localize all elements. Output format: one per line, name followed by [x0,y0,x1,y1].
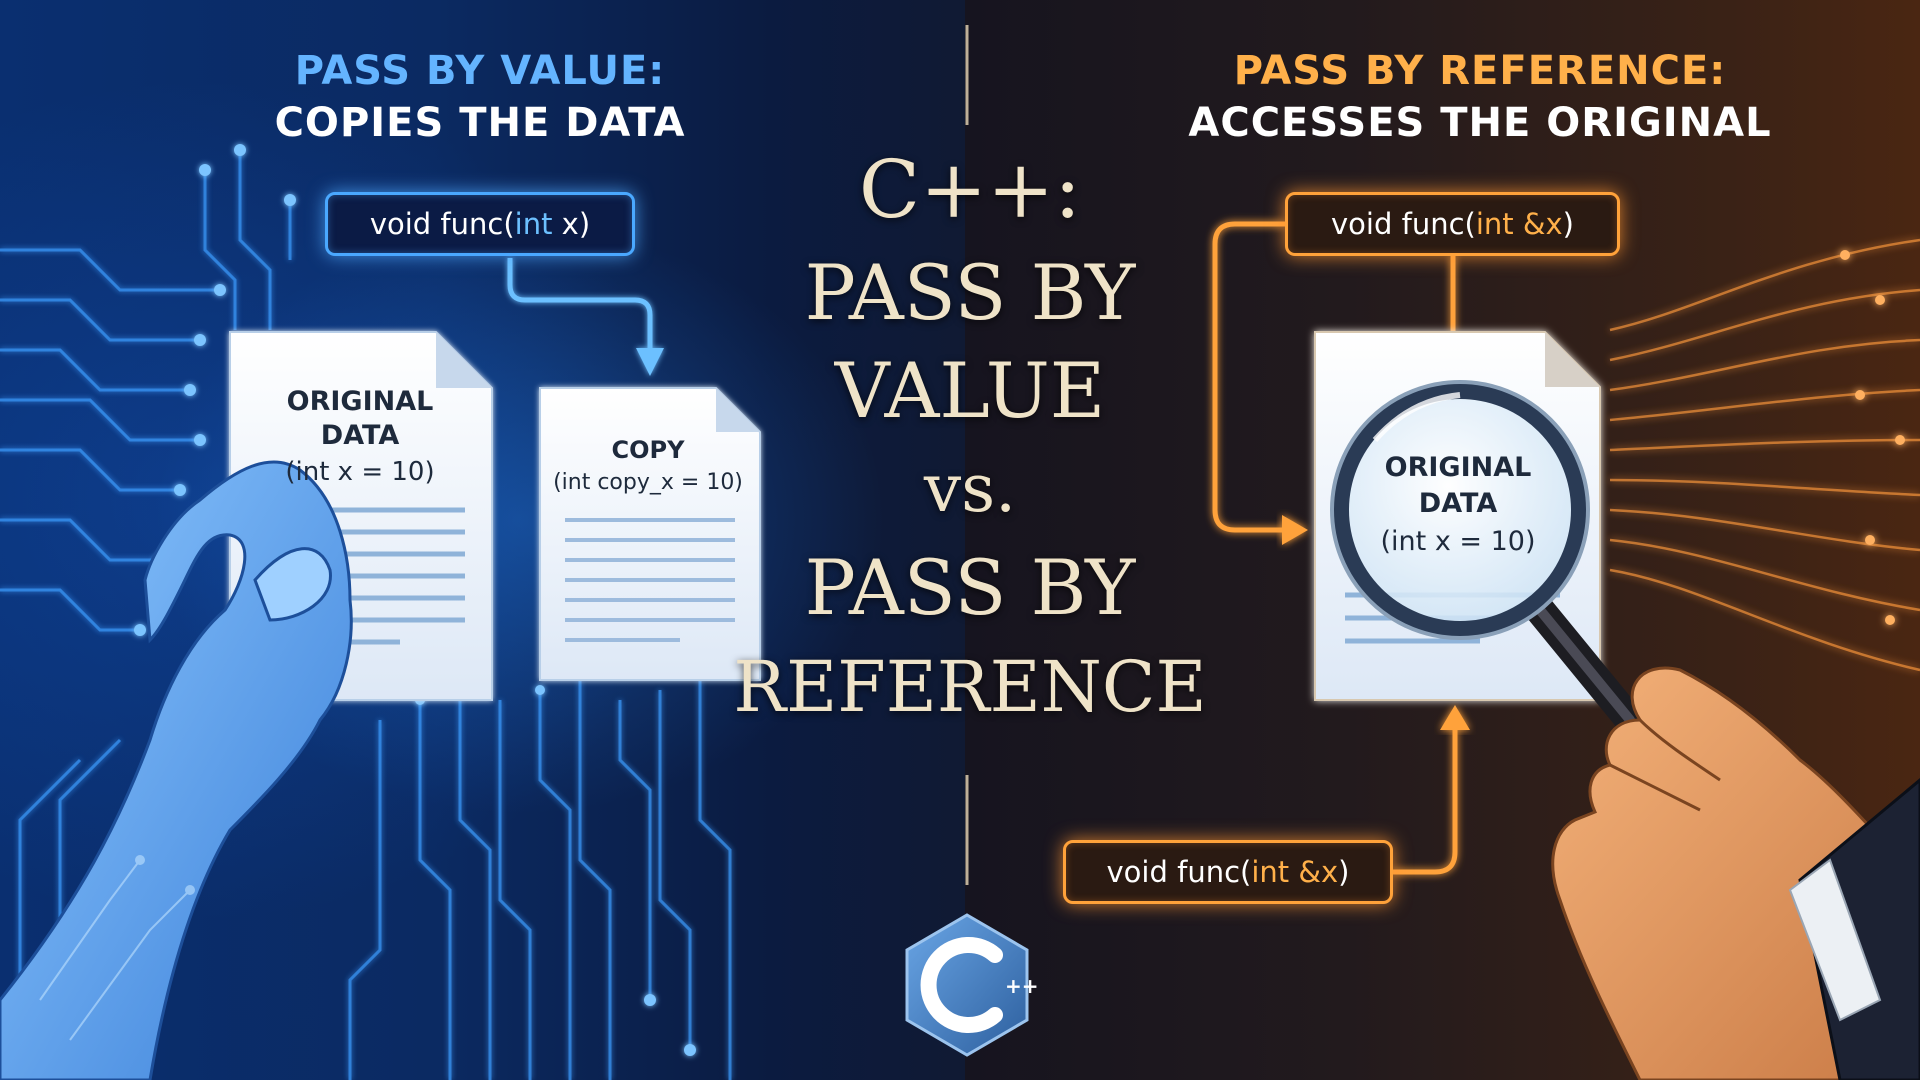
center-title: C++: PASS BY VALUE vs. PASS BY REFERENCE [700,135,1240,735]
title-line-3: VALUE [834,346,1106,435]
left-heading: PASS BY VALUE: COPIES THE DATA [160,48,800,146]
code-box-pass-by-value: void func(int x) [325,192,635,256]
title-line-6: REFERENCE [733,646,1207,728]
doc-subtitle: (int x = 10) [285,457,435,487]
data-stream-lines-right [1609,238,1920,672]
circuit-lines-left [0,150,732,1080]
doc-title-line1: ORIGINAL [1384,452,1532,483]
code-prefix: void func( [1331,207,1476,241]
code-suffix: ) [1338,855,1350,889]
data-stream-nodes-right [1840,250,1905,625]
right-heading: PASS BY REFERENCE: ACCESSES THE ORIGINAL [1140,48,1820,146]
copy-document [539,387,761,681]
copy-arrow-head [636,348,664,376]
title-line-1: C++: [858,143,1082,236]
circuit-nodes-left [134,144,696,1056]
code-suffix: x) [552,207,591,241]
original-data-label-left: ORIGINAL DATA (int x = 10) [240,385,480,487]
title-line-4: vs. [923,450,1017,527]
hand-icon-left [0,460,353,1080]
right-heading-title: PASS BY REFERENCE: [1233,48,1727,94]
left-heading-subtitle: COPIES THE DATA [274,100,686,146]
left-heading-title: PASS BY VALUE: [294,48,666,94]
code-prefix: void func( [1106,855,1252,889]
doc-title-line2: DATA [320,420,400,451]
doc-title-line2: DATA [1418,488,1498,519]
reference-connectors [1212,221,1458,875]
original-data-label-right: ORIGINAL DATA (int x = 10) [1368,450,1548,557]
reference-arrow-head-left [1282,515,1308,545]
doc-subtitle: (int x = 10) [1380,526,1536,557]
code-highlight: int &x [1251,855,1339,889]
doc-title-line1: ORIGINAL [286,386,434,417]
title-line-2: PASS BY [804,248,1136,337]
reference-arrow-head-up [1440,705,1470,730]
suit-sleeve [1788,778,1920,1080]
title-line-5: PASS BY [804,543,1136,632]
code-suffix: ) [1562,207,1574,241]
doc-title: COPY [611,436,685,464]
copy-data-label: COPY (int copy_x = 10) [548,436,748,495]
magnifying-glass-icon [1330,380,1645,735]
code-prefix: void func( [369,207,515,241]
code-box-reference-bottom: void func(int &x) [1063,840,1393,904]
code-box-reference-top: void func(int &x) [1285,192,1620,256]
right-heading-subtitle: ACCESSES THE ORIGINAL [1188,100,1772,146]
cpp-logo: ++ [905,913,1039,1057]
hand-circuit-overlay [39,855,195,1041]
code-highlight: int [514,207,553,241]
doc-subtitle: (int copy_x = 10) [553,470,743,495]
code-highlight: int &x [1475,207,1563,241]
cpp-logo-plus: ++ [1005,974,1039,998]
copy-arrow [507,258,653,350]
